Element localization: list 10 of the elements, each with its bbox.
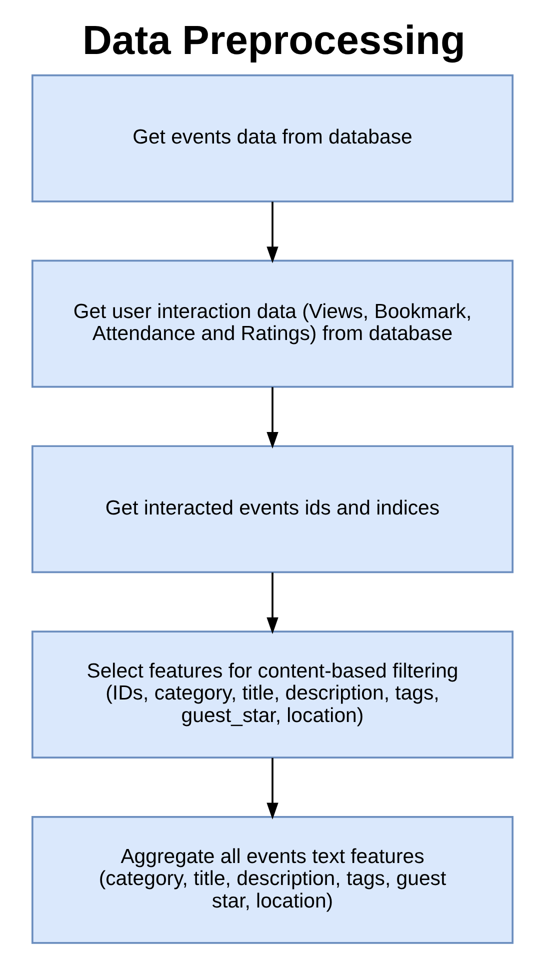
arrow: [266, 387, 278, 449]
arrow: [266, 572, 278, 634]
node-box: Get events data from database: [30, 74, 514, 202]
node-box: Get interacted events ids and indices: [30, 445, 514, 574]
node-box: Get user interaction data (Views, Bookmark, Attendance and Ratings) from database: [30, 260, 514, 388]
node-box: Select features for content-based filtering (IDs, category, title, description, tags, guest_star, location): [30, 630, 514, 759]
arrow: [266, 202, 278, 264]
arrow: [266, 758, 278, 820]
diagram-title: Data Preprocessing: [82, 17, 465, 64]
node-box: Aggregate all events text features (category, title, description, tags, guest star, location): [30, 816, 514, 944]
